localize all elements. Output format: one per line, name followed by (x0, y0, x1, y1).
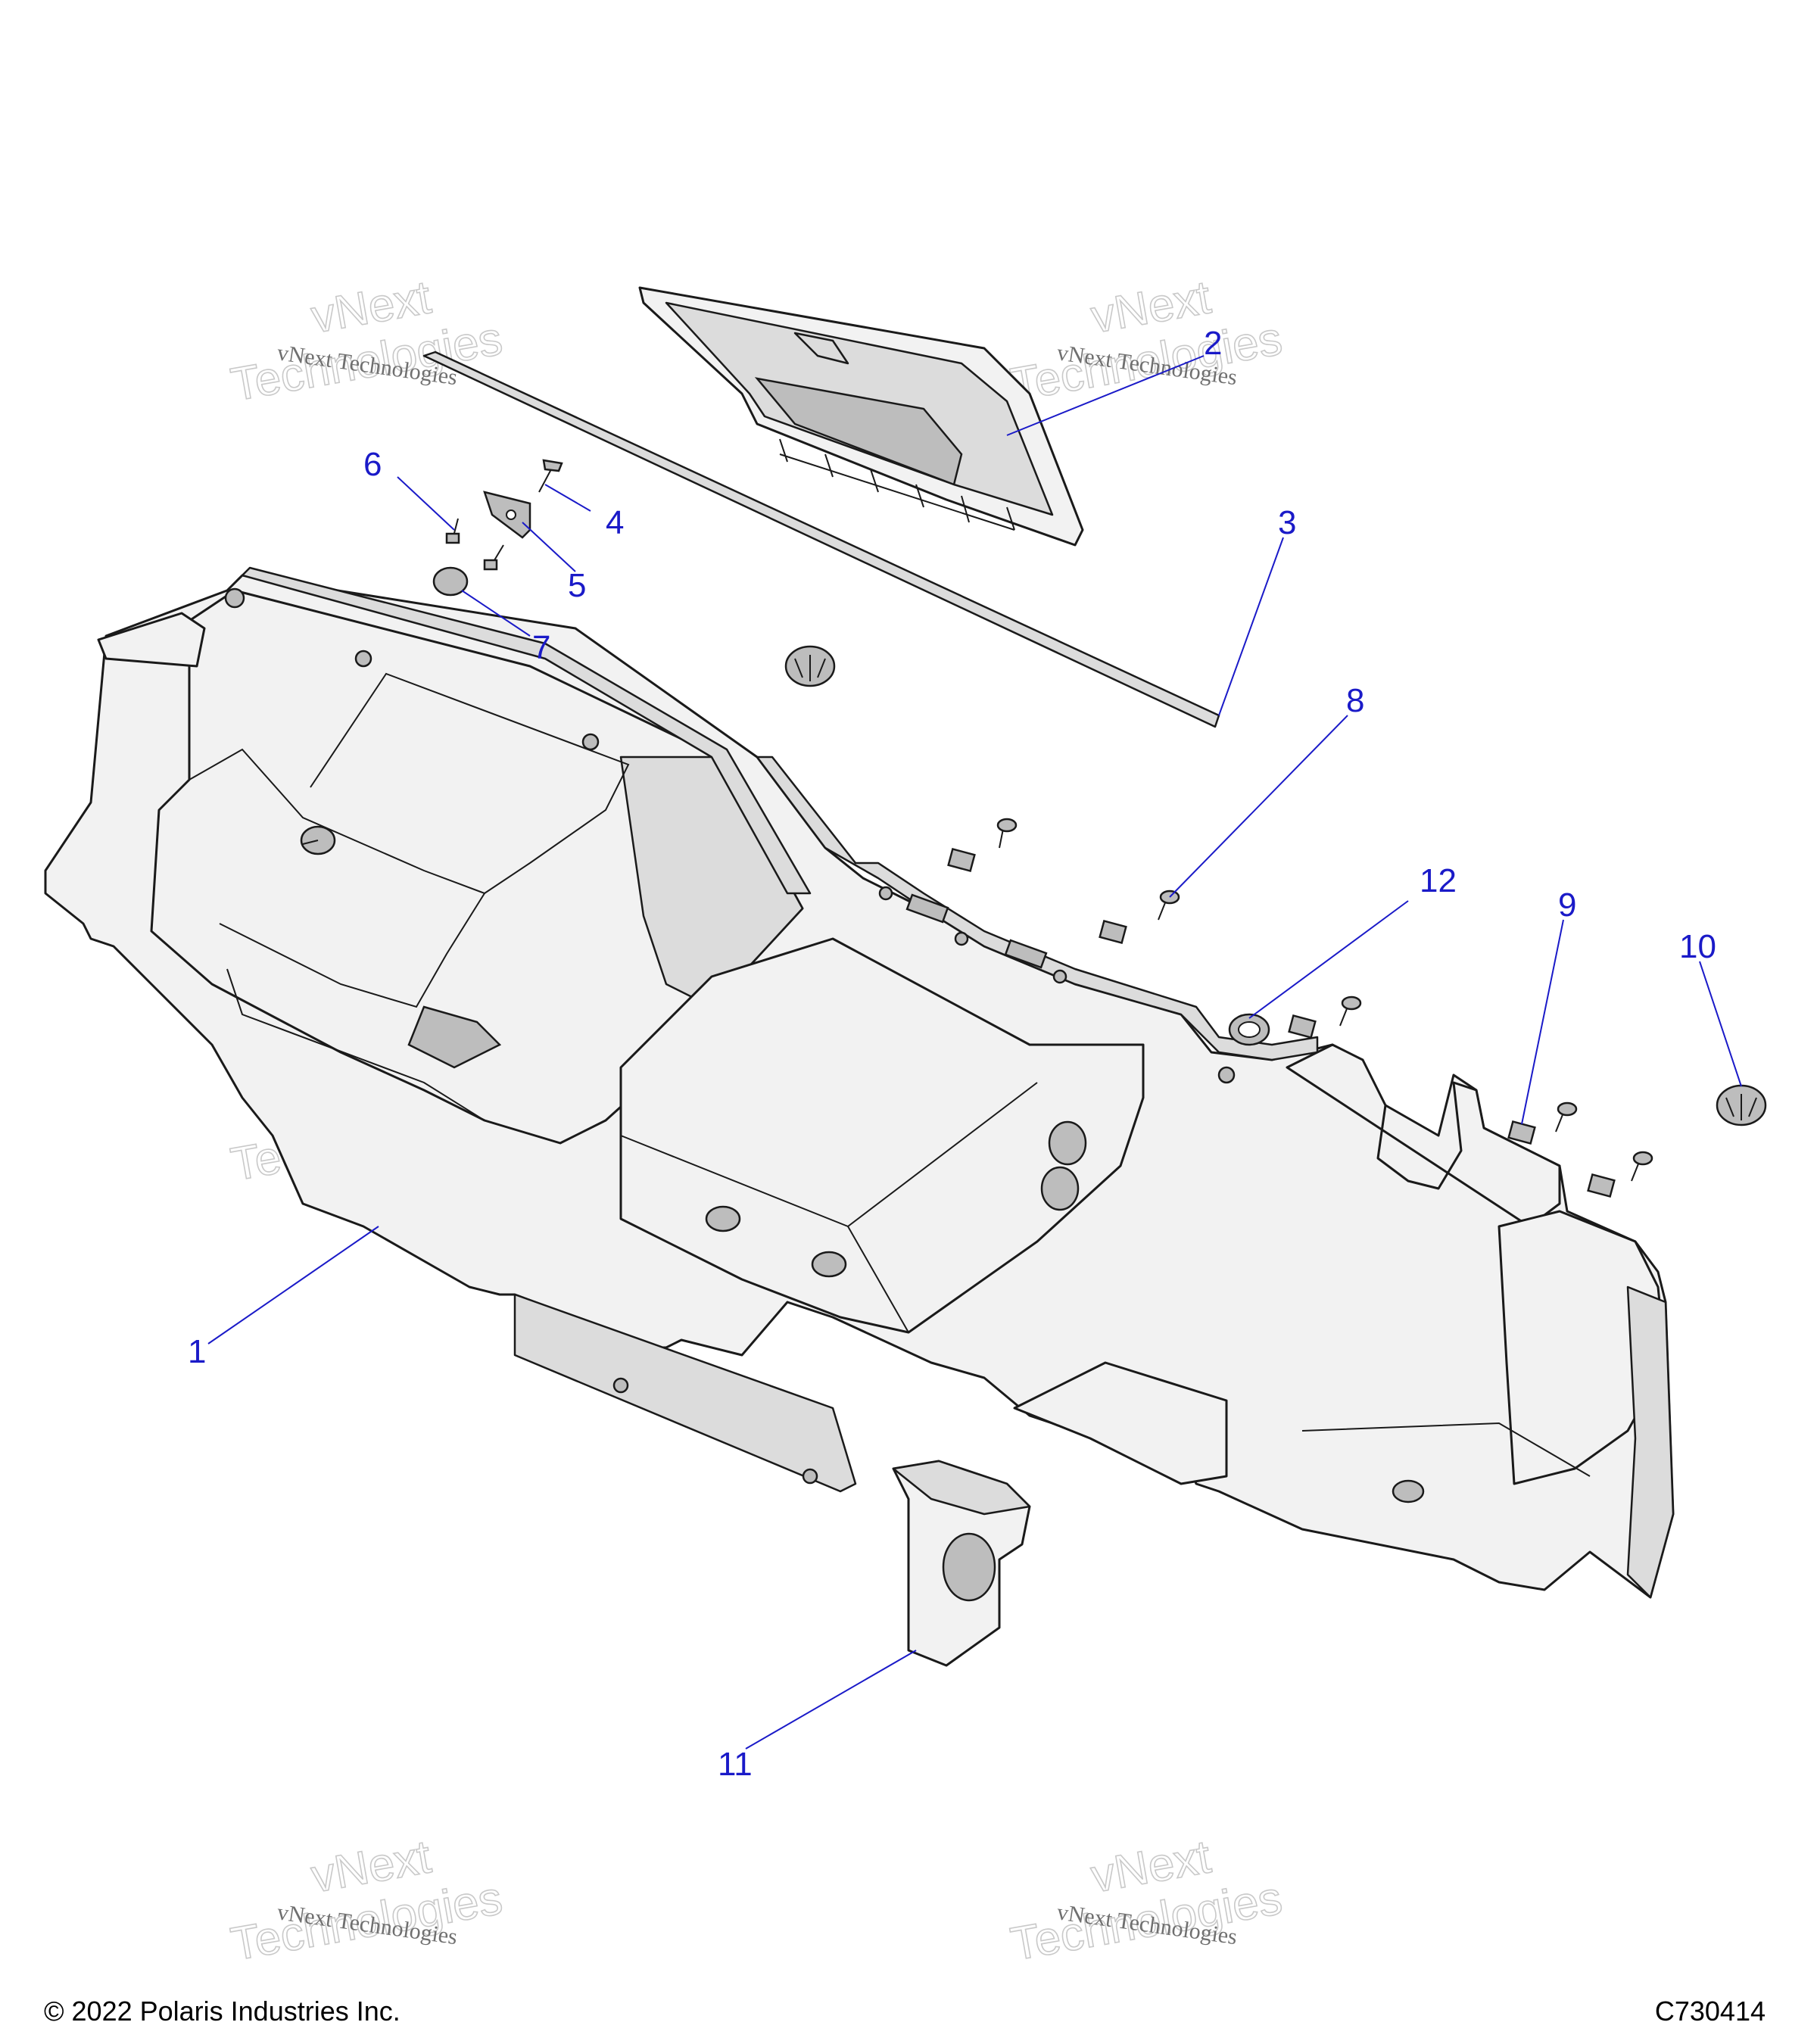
callout-9: 9 (1558, 886, 1576, 924)
glovebox-door-part (638, 286, 1084, 547)
callout-3: 3 (1278, 504, 1296, 541)
watermark-bottom-left: vNext Technologies (226, 1830, 506, 1971)
callout-4: 4 (606, 504, 624, 541)
callout-5: 5 (568, 567, 586, 604)
leader-lines (207, 355, 1742, 1750)
watermark-top-left: vNext Technologies (226, 270, 506, 412)
copyright-text: © 2022 Polaris Industries Inc. (44, 1996, 400, 2027)
callout-11: 11 (718, 1746, 753, 1783)
callout-10: 10 (1679, 928, 1716, 965)
diagram-id: C730414 (1654, 1996, 1766, 2027)
watermark-top-right: vNext Technologies (1006, 270, 1286, 412)
grommet-icon (1716, 1084, 1767, 1126)
callout-7: 7 (532, 629, 550, 666)
callout-8: 8 (1346, 682, 1364, 719)
hardware-parts (432, 459, 1767, 1198)
callout-12: 12 (1420, 862, 1457, 899)
callout-1: 1 (188, 1333, 206, 1370)
grommet-icon (784, 645, 836, 687)
callout-labels: 1 2 3 4 5 6 7 8 9 10 11 12 (188, 325, 1716, 1783)
pocket-part (892, 1460, 1031, 1667)
dash-panel-part (44, 566, 1675, 1599)
callout-6: 6 (363, 446, 382, 483)
watermark-bottom-right: vNext Technologies (1006, 1830, 1286, 1971)
callout-2: 2 (1204, 325, 1222, 362)
